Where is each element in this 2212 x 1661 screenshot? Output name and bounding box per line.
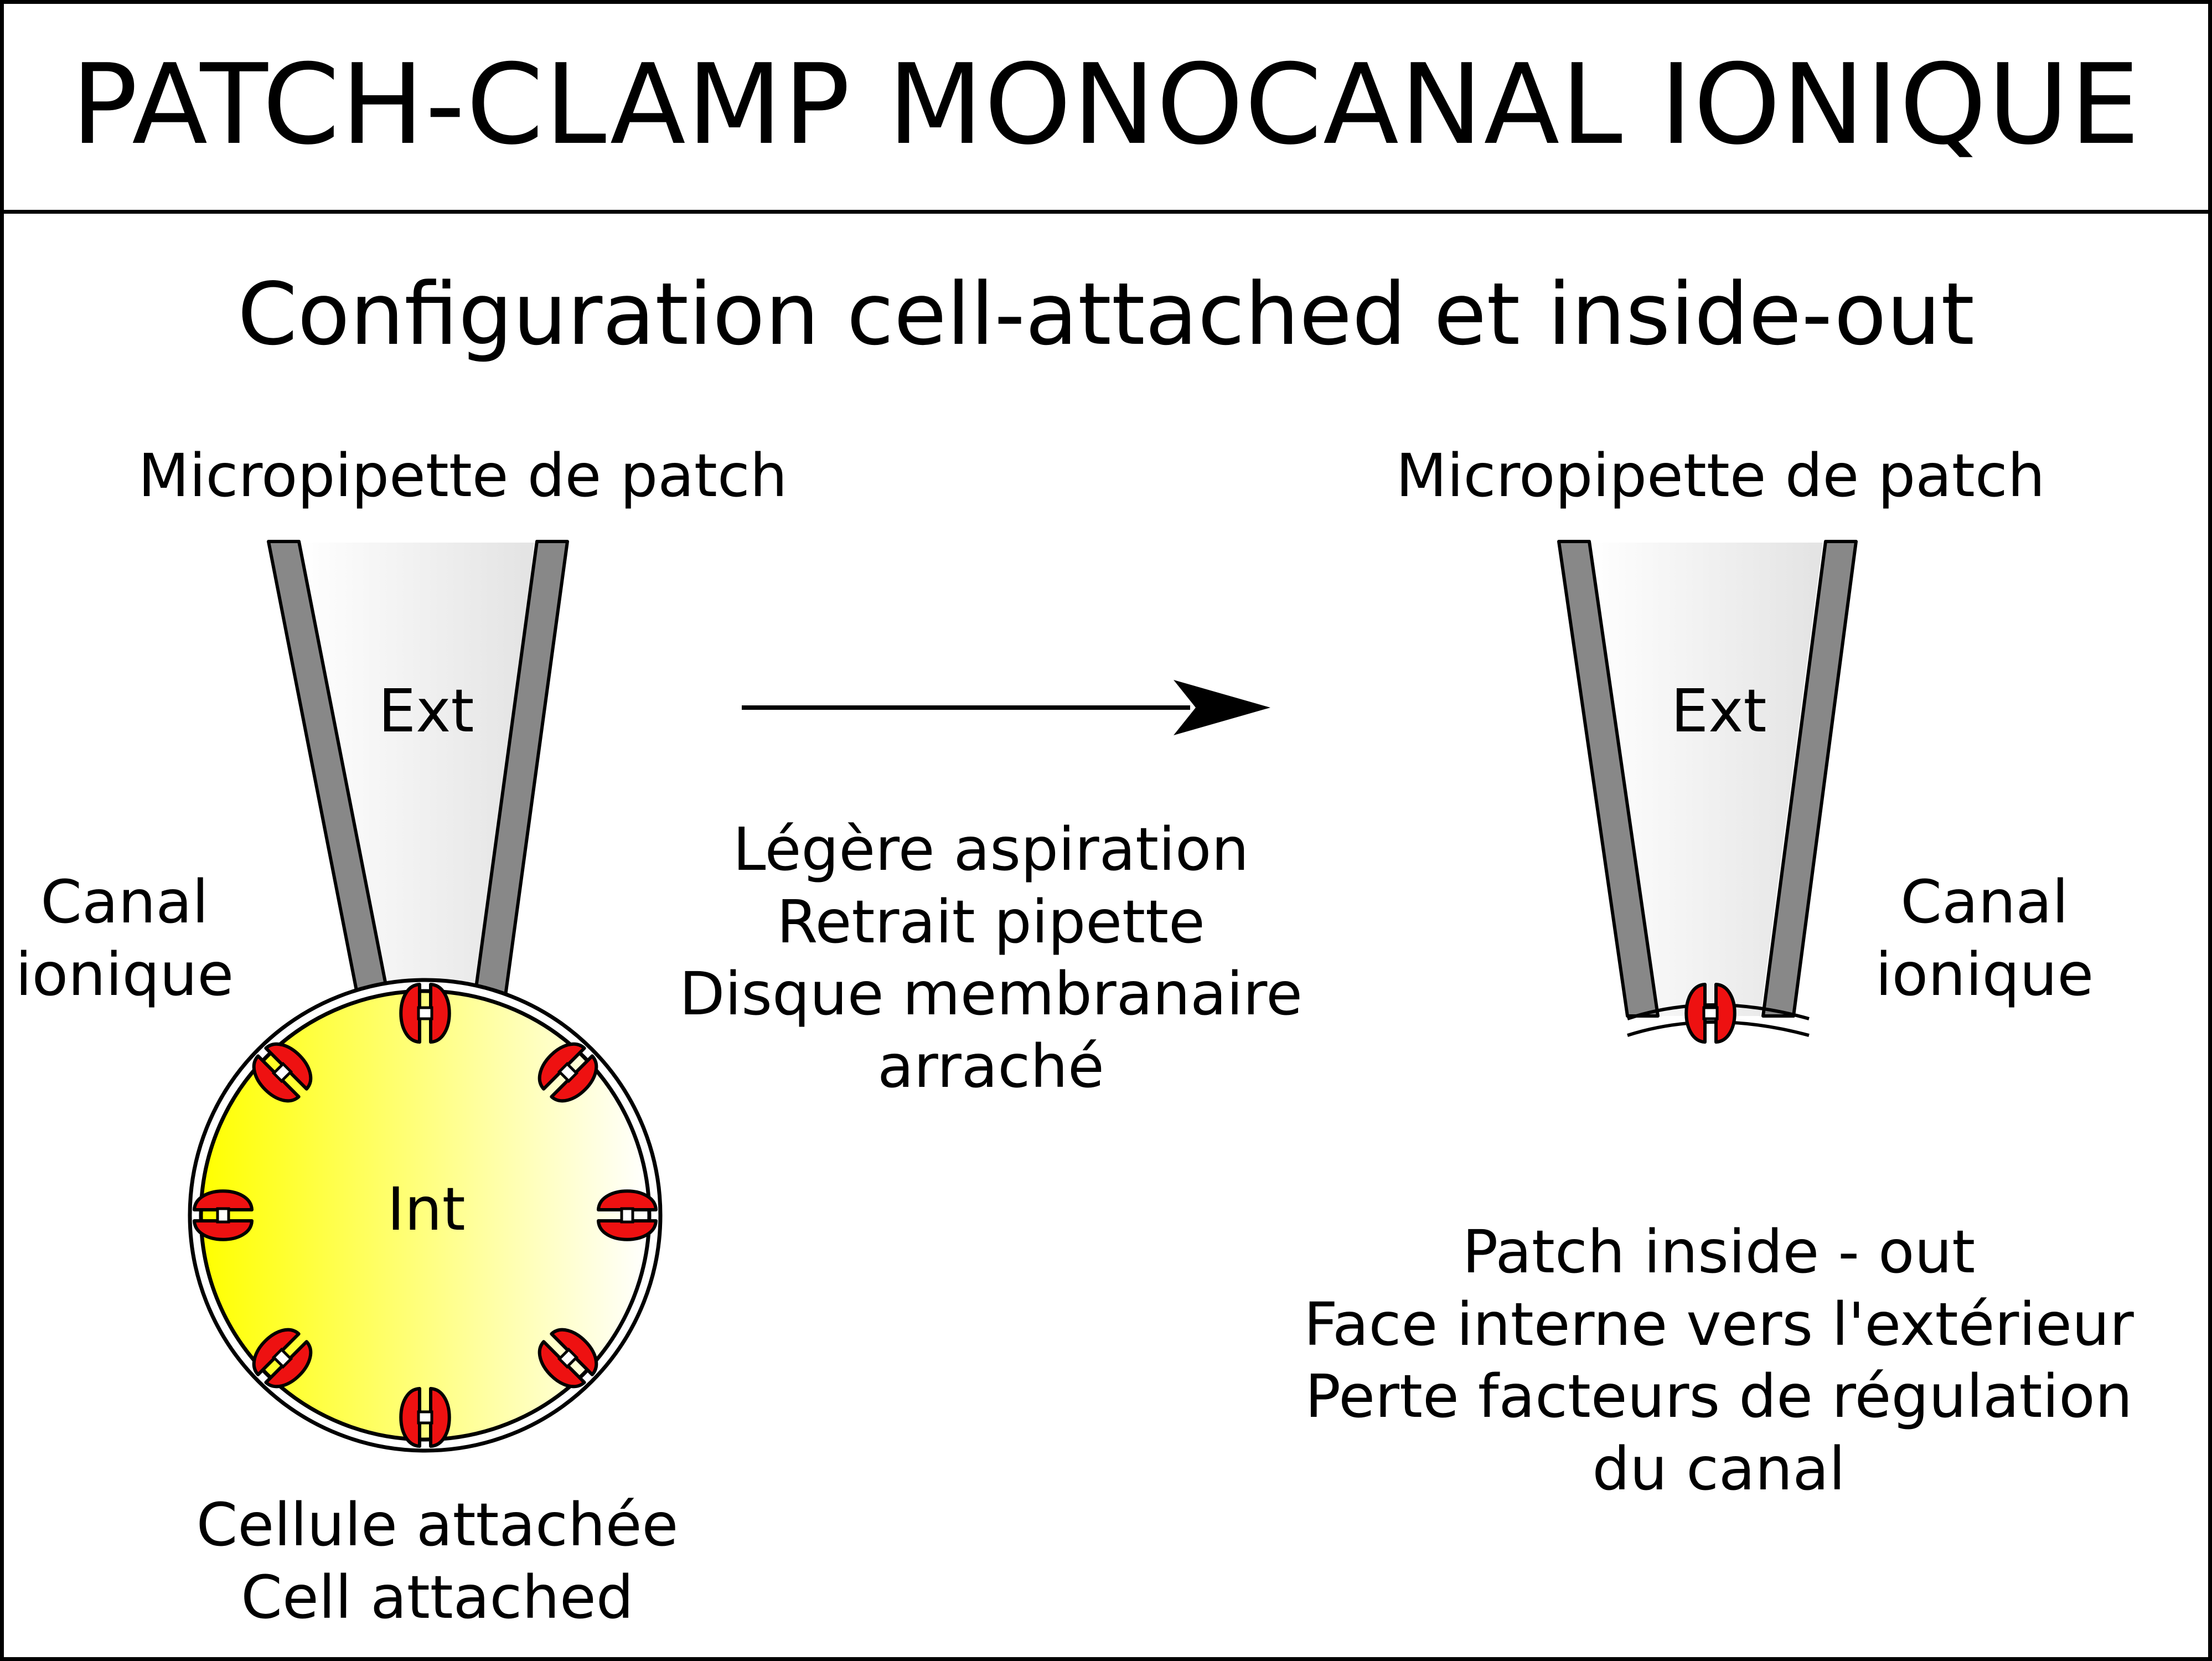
right-caption-line1: Patch inside - out <box>1462 1218 1976 1287</box>
right-channel-label-line1: Canal <box>1900 868 2069 937</box>
right-channel-label: Canal ionique <box>1871 866 2098 1011</box>
right-caption-line4: du canal <box>1592 1435 1846 1504</box>
left-int-label: Int <box>387 1175 466 1244</box>
cell <box>188 978 663 1453</box>
right-pipette-label: Micropipette de patch <box>1396 442 2045 510</box>
right-caption-line2: Face interne vers l'extérieur <box>1304 1290 2134 1359</box>
membrane-patch <box>1627 984 1810 1042</box>
right-ext-label: Ext <box>1671 677 1767 746</box>
left-caption: Cellule attachée Cell attached <box>105 1489 769 1634</box>
right-caption-line3: Perte facteurs de régulation <box>1305 1363 2133 1432</box>
step-line-1: Légère aspiration <box>732 816 1249 884</box>
left-pipette-label: Micropipette de patch <box>138 442 788 510</box>
step-line-4: arraché <box>877 1032 1104 1101</box>
left-channel-label-line1: Canal <box>40 868 209 937</box>
step-line-3: Disque membranaire <box>679 960 1303 1029</box>
step-line-2: Retrait pipette <box>777 888 1205 957</box>
left-caption-line2: Cell attached <box>241 1563 634 1632</box>
right-channel-label-line2: ionique <box>1875 940 2094 1009</box>
subtitle: Configuration cell-attached et inside-ou… <box>237 264 1975 364</box>
page-title: PATCH-CLAMP MONOCANAL IONIQUE <box>71 40 2141 169</box>
left-channel-label-line2: ionique <box>15 940 234 1009</box>
left-channel-label: Canal ionique <box>11 866 238 1011</box>
left-ext-label: Ext <box>378 677 474 746</box>
transition-steps: Légère aspiration Retrait pipette Disque… <box>659 814 1323 1103</box>
left-caption-line1: Cellule attachée <box>196 1491 679 1560</box>
left-pipette <box>267 540 569 1018</box>
title-bar: PATCH-CLAMP MONOCANAL IONIQUE <box>0 0 2212 214</box>
right-pipette <box>1557 540 1858 1018</box>
transition-arrow <box>742 680 1270 735</box>
right-caption: Patch inside - out Face interne vers l'e… <box>1276 1216 2162 1505</box>
